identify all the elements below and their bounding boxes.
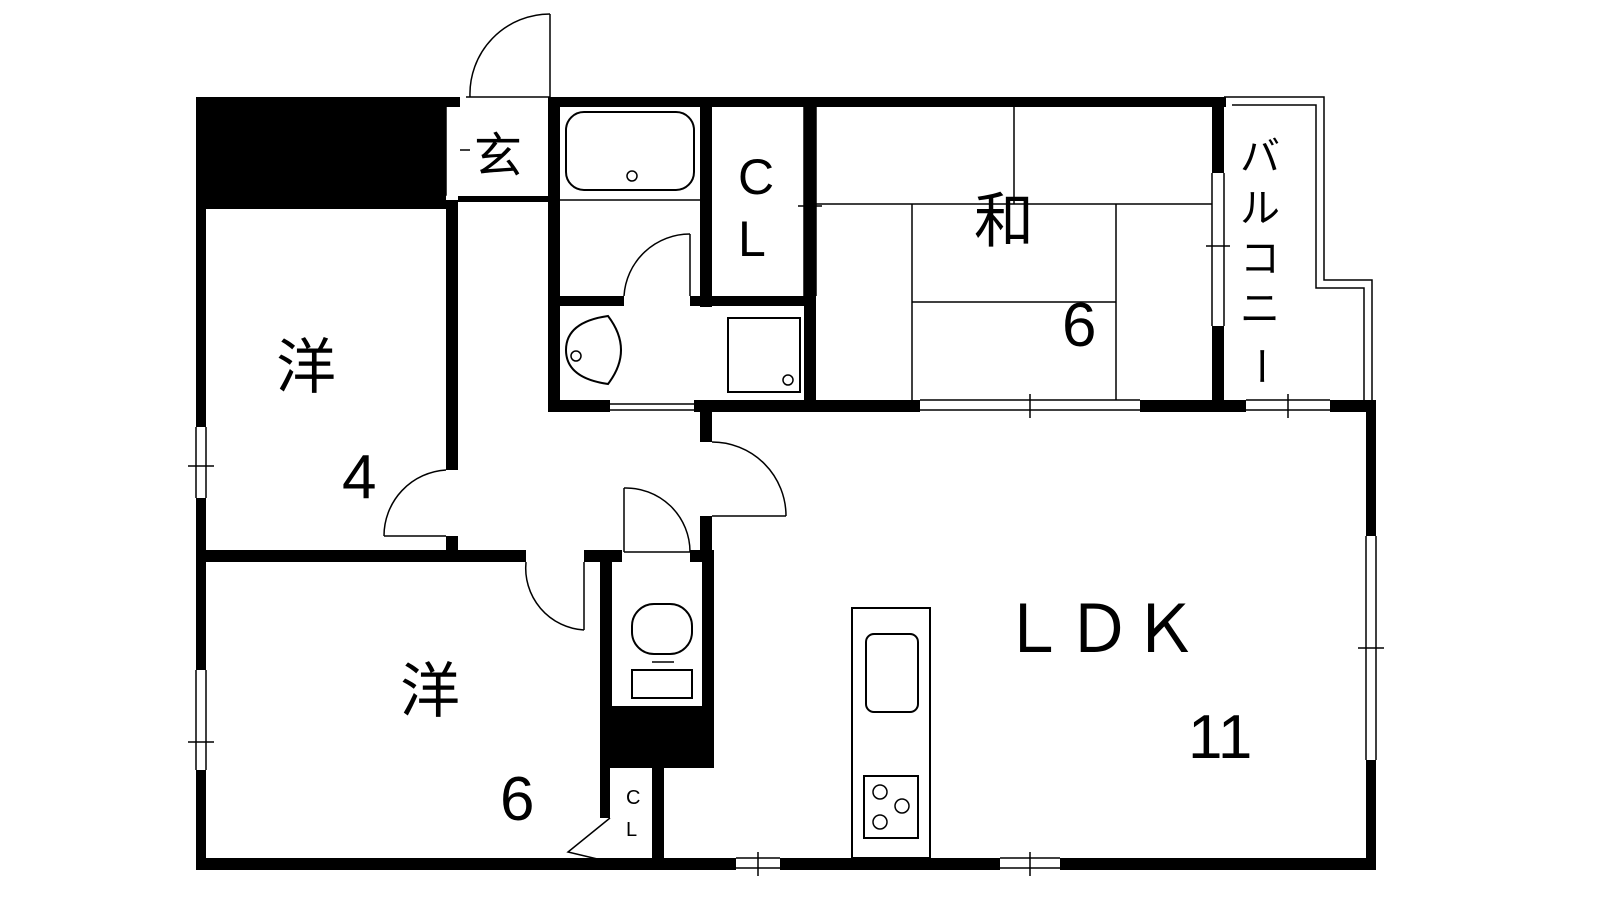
wall [1212,97,1224,173]
outer-wall-right [1366,402,1376,536]
tatami-lines [816,107,1212,400]
wall [600,556,612,768]
wall [196,550,526,562]
label-closet-bottom-l: L [626,819,637,841]
wall [446,200,458,470]
outer-wall-left [196,498,206,670]
pillar-top-left [196,97,446,209]
label-ldk: ＬＤＫ [1000,592,1198,666]
doors [383,13,787,863]
label-closet-top-l: L [738,211,766,267]
pillar-toilet [600,706,714,768]
wall [1330,400,1376,412]
label-shoe-box-s: S [418,125,431,147]
label-balcony: ニ [1240,287,1280,331]
label-western-room-b-size: 6 [500,765,534,834]
outer-wall-bottom [196,858,736,870]
outer-wall-bottom [780,858,1000,870]
wall [548,400,610,412]
toilet [631,603,693,699]
wall [1140,400,1246,412]
outer-wall-right [1366,760,1376,870]
label-closet-top-c: C [738,149,774,205]
washbasin [564,314,622,386]
wall [458,196,550,202]
label-western-room-a-size: 4 [342,443,376,512]
balcony-outline [1232,104,1365,402]
label-balcony: ー [1238,346,1282,386]
wall [700,412,712,442]
balcony-outline [1224,96,1373,402]
wall [804,296,816,412]
label-entrance: 玄 [474,130,522,183]
label-japanese-room: 和 [974,188,1034,255]
bathtub [560,111,700,201]
outer-wall-left [196,97,206,427]
wall [700,97,712,307]
label-balcony: コ [1240,237,1280,281]
windows [188,107,1384,876]
wall [548,296,624,306]
washing-machine [727,317,801,393]
wall [1212,326,1224,412]
label-western-room-a: 洋 [276,334,336,401]
label-closet-bottom-c: C [626,787,640,809]
wall [702,556,714,768]
wall [700,516,712,562]
label-balcony: ル [1240,187,1280,231]
label-balcony: バ [1240,135,1280,179]
wall [600,768,610,818]
kitchen-counter [851,607,931,859]
label-western-room-b: 洋 [400,658,460,725]
wall [690,296,816,306]
outer-wall-bottom [1060,858,1376,870]
label-shoe-box-b: B [418,157,431,179]
outer-wall-top [550,97,1226,107]
outer-wall-top [446,97,460,107]
outer-wall-left [196,770,206,870]
shoe-box [411,106,470,196]
wall [548,97,560,411]
label-japanese-room-size: 6 [1062,291,1096,360]
label-ldk-size: 11 [1188,703,1252,772]
wall [652,768,664,870]
